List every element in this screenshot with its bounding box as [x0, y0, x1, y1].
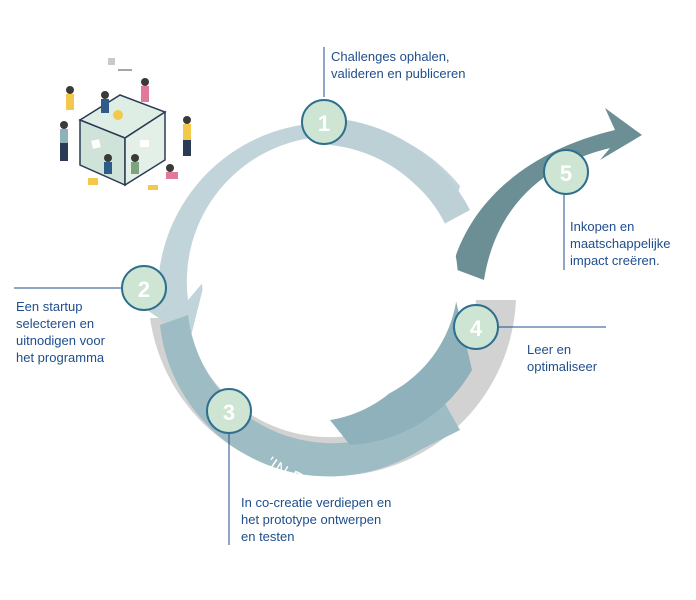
- step-1-line-1: Challenges ophalen,: [331, 49, 450, 64]
- step-3-line-2: het prototype ontwerpen: [241, 512, 382, 527]
- cycle-segment-light: [140, 122, 460, 341]
- step-number-5: 5: [560, 161, 572, 186]
- cycle-arrow-dark: [452, 108, 642, 280]
- step-number-3: 3: [223, 400, 235, 425]
- step-badge-3: 3: [206, 388, 252, 434]
- step-5-line-3: impact creëren.: [570, 253, 660, 268]
- step-3-line-1: In co-creatie verdiepen en: [241, 495, 392, 510]
- step-label-1: Challenges ophalen, valideren en publice…: [331, 48, 465, 82]
- step-number-2: 2: [138, 277, 150, 302]
- step-4-line-2: optimaliseer: [527, 359, 598, 374]
- step-label-4: Leer en optimaliseer: [527, 341, 597, 375]
- cycle-centre: [202, 152, 458, 408]
- step-badge-1: 1: [301, 99, 347, 145]
- step-5-line-1: Inkopen en: [570, 219, 635, 234]
- cycle-segment-light-top: [330, 118, 470, 224]
- team-cube-illustration: [60, 58, 191, 190]
- step-label-3: In co-creatie verdiepen en het prototype…: [241, 494, 391, 545]
- step-badge-2: 2: [121, 265, 167, 311]
- step-4-line-1: Leer en: [527, 342, 572, 357]
- step-2-line-2: selecteren en: [16, 316, 95, 331]
- step-badge-4: 4: [453, 304, 499, 350]
- step-number-4: 4: [470, 316, 483, 341]
- step-label-2: Een startup selecteren en uitnodigen voo…: [16, 298, 105, 366]
- step-2-line-3: uitnodigen voor: [16, 333, 105, 348]
- step-2-line-1: Een startup: [16, 299, 83, 314]
- step-badge-5: 5: [543, 149, 589, 195]
- step-label-5: Inkopen en maatschappelijke impact creër…: [570, 218, 670, 269]
- step-1-line-2: valideren en publiceren: [331, 66, 466, 81]
- step-number-1: 1: [318, 111, 330, 136]
- step-2-line-4: het programma: [16, 350, 105, 365]
- step-3-line-3: en testen: [241, 529, 295, 544]
- step-5-line-2: maatschappelijke: [570, 236, 671, 251]
